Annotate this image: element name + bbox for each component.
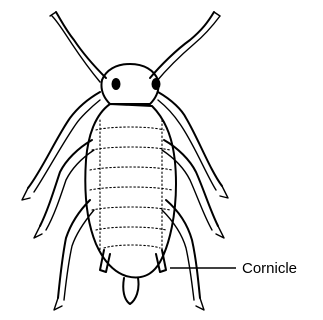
right-eye-icon <box>152 78 161 90</box>
right-antenna <box>150 12 220 82</box>
right-hind-leg <box>162 200 204 310</box>
left-eye-icon <box>112 78 121 90</box>
right-front-leg <box>158 92 228 198</box>
cauda <box>123 278 138 304</box>
cornicle-label: Cornicle <box>242 260 297 277</box>
left-antenna <box>50 12 106 82</box>
head <box>101 64 158 104</box>
